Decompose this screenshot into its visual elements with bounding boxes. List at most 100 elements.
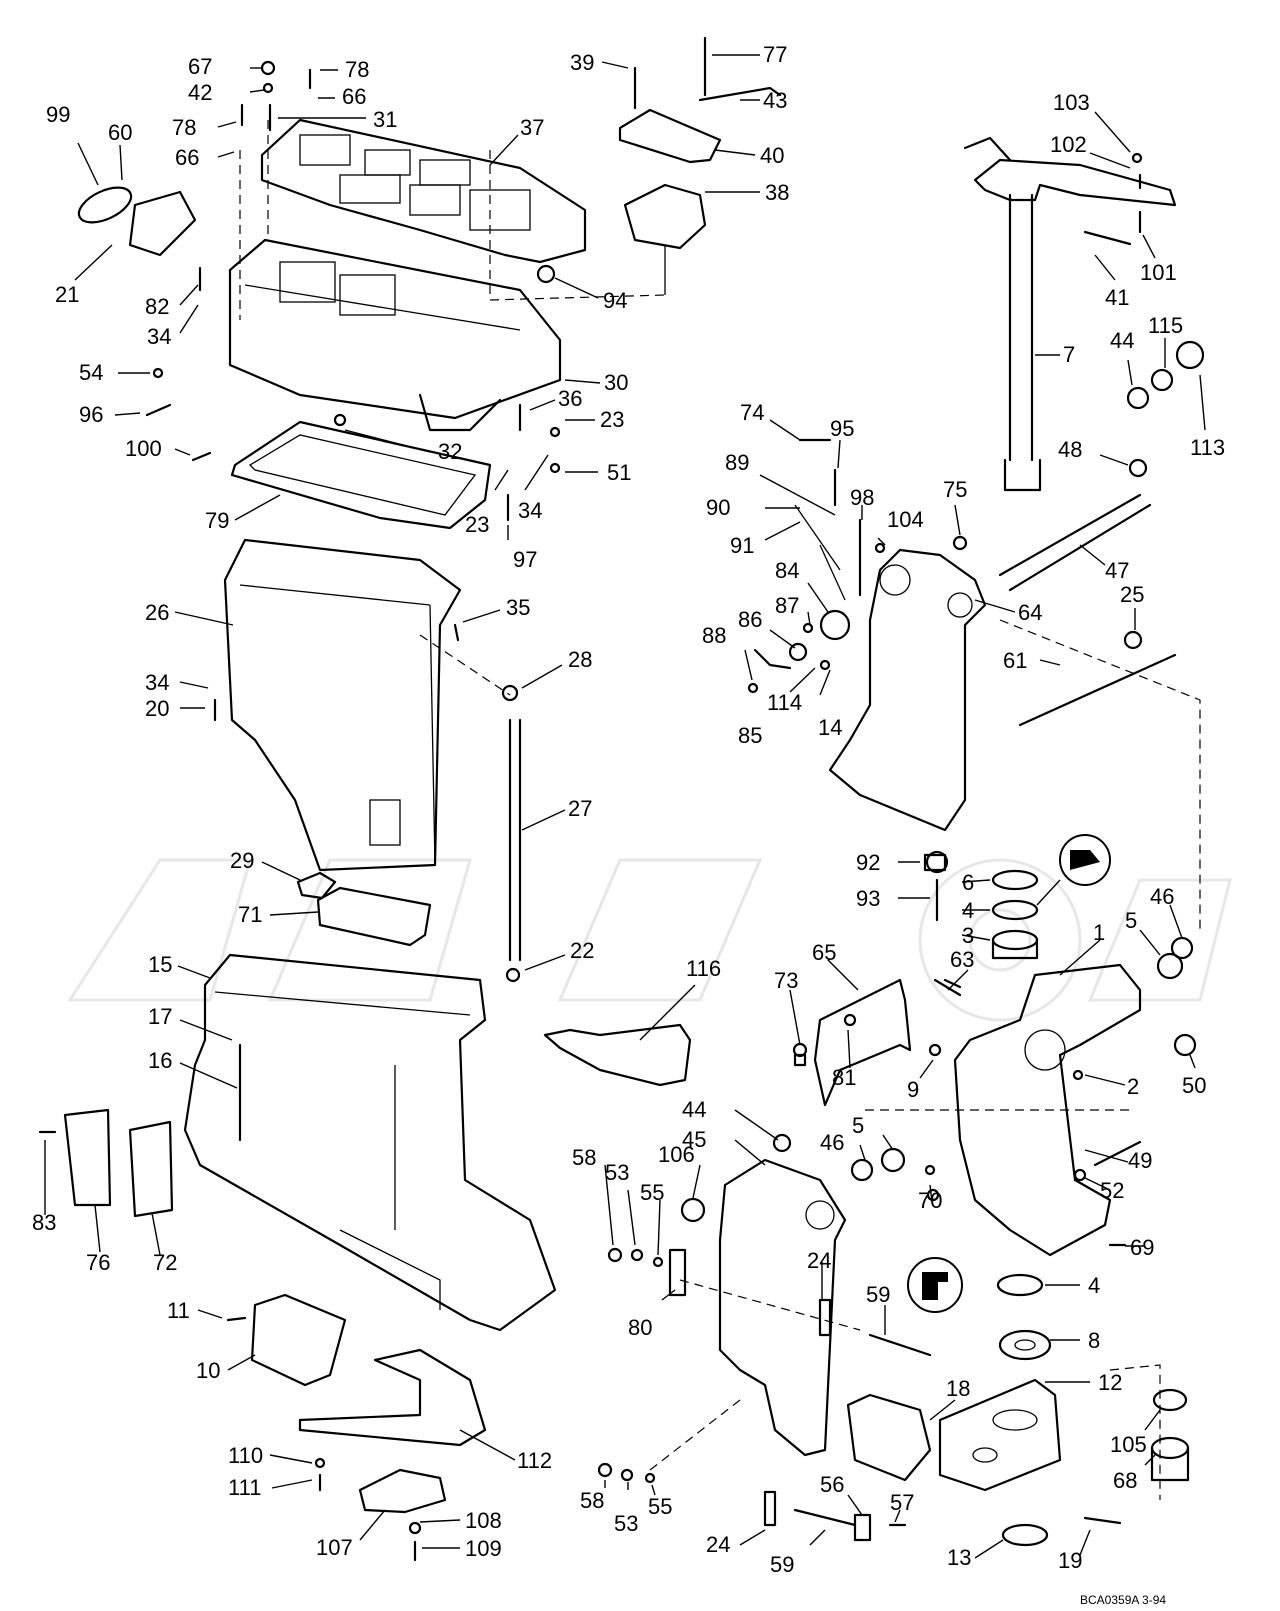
bushing-6-4-3: [991, 869, 1039, 960]
callout-label: 5: [852, 1113, 864, 1138]
callout-label: 47: [1105, 558, 1129, 583]
callout-label: 77: [763, 42, 787, 67]
block-18: [846, 1393, 932, 1482]
stud-61: [1018, 653, 1177, 727]
callout-label: 85: [738, 723, 762, 748]
callout-label: 22: [570, 938, 594, 963]
callout-label: 53: [605, 1160, 629, 1185]
callout-label: 65: [812, 940, 836, 965]
cover-plate-76: [63, 1108, 112, 1207]
callout-label: 40: [760, 143, 784, 168]
gear-housing-15: [183, 953, 557, 1332]
callout-label: 107: [316, 1535, 353, 1560]
callout-label: 51: [607, 460, 631, 485]
callout-label: 96: [79, 402, 103, 427]
callout-label: 95: [830, 416, 854, 441]
callout-label: 102: [1050, 132, 1087, 157]
bracket-65: [813, 978, 912, 1107]
callout-label: 63: [950, 947, 974, 972]
callout-label: 88: [702, 623, 726, 648]
callout-label: 4: [962, 898, 974, 923]
callout-label: 29: [230, 848, 254, 873]
callout-label: 72: [153, 1250, 177, 1275]
callout-label: 48: [1058, 437, 1082, 462]
exhaust-housing-30: [228, 238, 562, 432]
callout-label: 44: [1110, 328, 1134, 353]
callout-label: 16: [148, 1048, 172, 1073]
callout-label: 55: [648, 1494, 672, 1519]
reference-code: BCA0359A 3-94: [1080, 1593, 1166, 1607]
bracket-40: [618, 108, 722, 164]
callout-label: 24: [807, 1248, 831, 1273]
callout-label: 99: [46, 102, 70, 127]
callout-label: 83: [32, 1210, 56, 1235]
callout-label: 17: [148, 1004, 172, 1029]
callout-label: 59: [866, 1282, 890, 1307]
adapter-plate-37: [260, 118, 587, 264]
callout-label: 73: [774, 968, 798, 993]
callout-label: 110: [228, 1443, 263, 1468]
callout-label: 57: [890, 1490, 914, 1515]
callout-label: 46: [820, 1130, 844, 1155]
callout-label: 23: [600, 407, 624, 432]
callout-label: 24: [706, 1532, 730, 1557]
clip-88: [753, 648, 792, 670]
callout-label: 34: [145, 670, 169, 695]
callout-label: 90: [706, 495, 730, 520]
callout-label: 93: [856, 886, 880, 911]
callout-label: 34: [147, 324, 171, 349]
bearing-8: [998, 1329, 1052, 1361]
callout-label: 6: [962, 870, 974, 895]
callout-label: 114: [767, 690, 802, 715]
callout-label: 92: [856, 850, 880, 875]
callout-label: 15: [148, 952, 172, 977]
ground-strap-43: [698, 86, 782, 102]
seal-4: [996, 1273, 1044, 1297]
callout-label: 55: [640, 1180, 664, 1205]
callout-label: 4: [1088, 1273, 1100, 1298]
callout-label: 8: [1088, 1328, 1100, 1353]
fasteners: [38, 60, 1205, 1562]
callout-label: 81: [832, 1065, 856, 1090]
callout-label: 70: [918, 1188, 942, 1213]
callout-label: 71: [238, 902, 262, 927]
trim-tab-112: [298, 1348, 487, 1447]
nut-13: [1001, 1523, 1049, 1547]
callout-label: 106: [658, 1142, 695, 1167]
callout-label: 43: [763, 88, 787, 113]
anode-107: [358, 1468, 447, 1514]
callout-label: 31: [373, 107, 397, 132]
callout-label: 3: [962, 923, 974, 948]
callout-label: 60: [108, 120, 132, 145]
cover-10: [250, 1293, 347, 1387]
callout-label: 66: [175, 145, 199, 170]
callout-label: 108: [465, 1508, 502, 1533]
callout-label: 49: [1128, 1148, 1152, 1173]
stern-bracket-45: [718, 1158, 847, 1457]
callout-label: 56: [820, 1472, 844, 1497]
callout-label: 80: [628, 1315, 652, 1340]
callout-label: 2: [1127, 1074, 1139, 1099]
callout-label: 45: [682, 1127, 706, 1152]
callout-label: 7: [1063, 342, 1075, 367]
water-tube-27: [508, 718, 522, 962]
callout-label: 10: [196, 1358, 220, 1383]
callout-label: 91: [730, 533, 754, 558]
drive-shaft-housing-26: [223, 538, 462, 872]
callout-label: 58: [580, 1488, 604, 1513]
callout-label: 69: [1130, 1235, 1154, 1260]
callout-label: 84: [775, 558, 799, 583]
exhaust-seal-21-60: [77, 186, 197, 257]
gasket-72: [128, 1120, 174, 1218]
callout-label: 115: [1148, 313, 1183, 338]
callout-label: 87: [775, 593, 799, 618]
callout-label: 104: [887, 507, 924, 532]
callout-label: 41: [1105, 285, 1129, 310]
callout-label: 76: [86, 1250, 110, 1275]
gasket-71: [316, 886, 432, 947]
callout-label: 37: [520, 115, 544, 140]
callout-label: 36: [558, 386, 582, 411]
callout-label: 35: [506, 595, 530, 620]
callout-label: 13: [947, 1545, 971, 1570]
